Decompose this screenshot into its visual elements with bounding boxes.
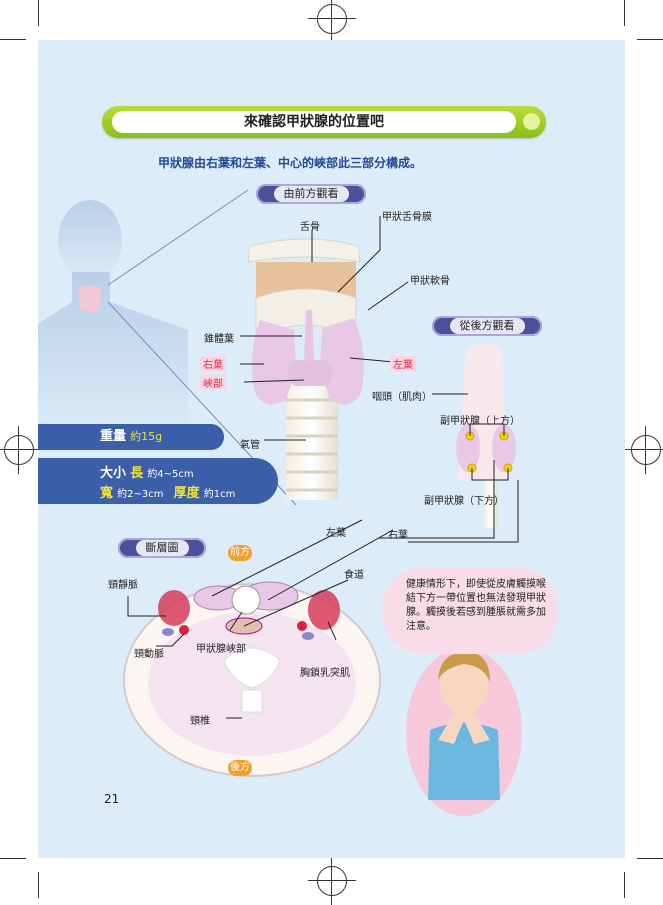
- size-panel: 大小 長 約4~5cm 寬 約2~3cm 厚度 約1cm: [38, 458, 278, 504]
- crop-mark: [0, 858, 26, 859]
- weight-panel: 重量 約15g: [38, 424, 224, 450]
- label-parathyroid-upper: 副甲狀腺（上方）: [440, 416, 520, 427]
- label-isthmus: 峽部: [200, 375, 226, 390]
- crop-mark: [624, 0, 625, 26]
- body-silhouette: [38, 200, 188, 440]
- registration-mark-left: [0, 426, 43, 474]
- thickness-value: 約1cm: [203, 489, 236, 500]
- back-marker: 後方: [228, 760, 252, 776]
- label-jugular-vein: 頸靜脈: [108, 580, 138, 591]
- length-value: 約4~5cm: [147, 469, 194, 480]
- label-vertebra: 頸椎: [190, 716, 210, 727]
- callout-text: 健康情形下，即使從皮膚觸摸喉結下方一帶位置也無法發現甲狀腺。觸摸後若感到腫脹就需…: [406, 579, 546, 632]
- weight-value: 約15g: [130, 430, 163, 443]
- front-view-header: 由前方觀看: [256, 184, 366, 204]
- label-right-lobe: 右葉: [200, 356, 226, 371]
- label-trachea: 氣管: [240, 440, 260, 451]
- label-left-lobe: 左葉: [390, 356, 416, 371]
- front-view-header-text: 由前方觀看: [273, 186, 349, 202]
- label-isthmus-cs: 甲狀腺峽部: [196, 644, 246, 655]
- cross-section-illustration: [123, 581, 381, 777]
- title-dot: [523, 113, 540, 130]
- label-sternocleidomastoid: 胸鎖乳突肌: [300, 668, 350, 679]
- cross-section-header: 斷層圖: [118, 538, 206, 558]
- subtitle: 甲狀腺由右葉和左葉、中心的峽部此三部分構成。: [158, 156, 423, 170]
- woman-illustration: [428, 652, 500, 800]
- page-title: 來確認甲狀腺的位置吧: [112, 111, 516, 133]
- crop-mark: [637, 858, 663, 859]
- page: 來確認甲狀腺的位置吧 甲狀腺由右葉和左葉、中心的峽部此三部分構成。: [38, 40, 625, 858]
- callout-bubble: [382, 568, 558, 654]
- registration-mark-right: [622, 426, 663, 474]
- crop-mark: [0, 39, 26, 40]
- label-pharynx: 咽頭（肌肉）: [372, 392, 432, 403]
- registration-mark-bottom: [308, 857, 356, 905]
- thickness-label: 厚度: [173, 486, 200, 501]
- title-bar: 來確認甲狀腺的位置吧: [102, 106, 546, 138]
- illustration-layer: [38, 189, 522, 816]
- label-hyoid: 舌骨: [300, 222, 320, 233]
- label-esophagus: 食道: [344, 570, 364, 581]
- back-view-header: 從後方觀看: [432, 316, 542, 336]
- crop-mark: [624, 872, 625, 898]
- label-cs-left-lobe: 左葉: [326, 528, 346, 539]
- cross-section-header-text: 斷層圖: [135, 540, 189, 556]
- width-value: 約2~3cm: [117, 489, 164, 500]
- label-pyramidal-lobe: 錐體葉: [204, 334, 234, 345]
- size-label: 大小: [100, 466, 127, 481]
- width-label: 寬: [100, 486, 114, 501]
- crop-mark: [38, 0, 39, 26]
- crop-mark: [38, 872, 39, 898]
- label-thyroid-cartilage: 甲狀軟骨: [410, 276, 450, 287]
- label-carotid-artery: 頸動脈: [134, 649, 164, 660]
- page-number: 21: [104, 792, 120, 806]
- length-label: 長: [130, 466, 144, 481]
- label-parathyroid-lower: 副甲狀腺（下方）: [424, 496, 504, 507]
- label-thyrohyoid-membrane: 甲狀舌骨膜: [382, 212, 432, 223]
- crop-mark: [637, 39, 663, 40]
- back-view-header-text: 從後方觀看: [449, 318, 525, 334]
- registration-mark-top: [308, 0, 356, 43]
- weight-label: 重量: [100, 429, 127, 444]
- front-marker: 前方: [228, 545, 252, 561]
- label-cs-right-lobe: 右葉: [388, 530, 408, 541]
